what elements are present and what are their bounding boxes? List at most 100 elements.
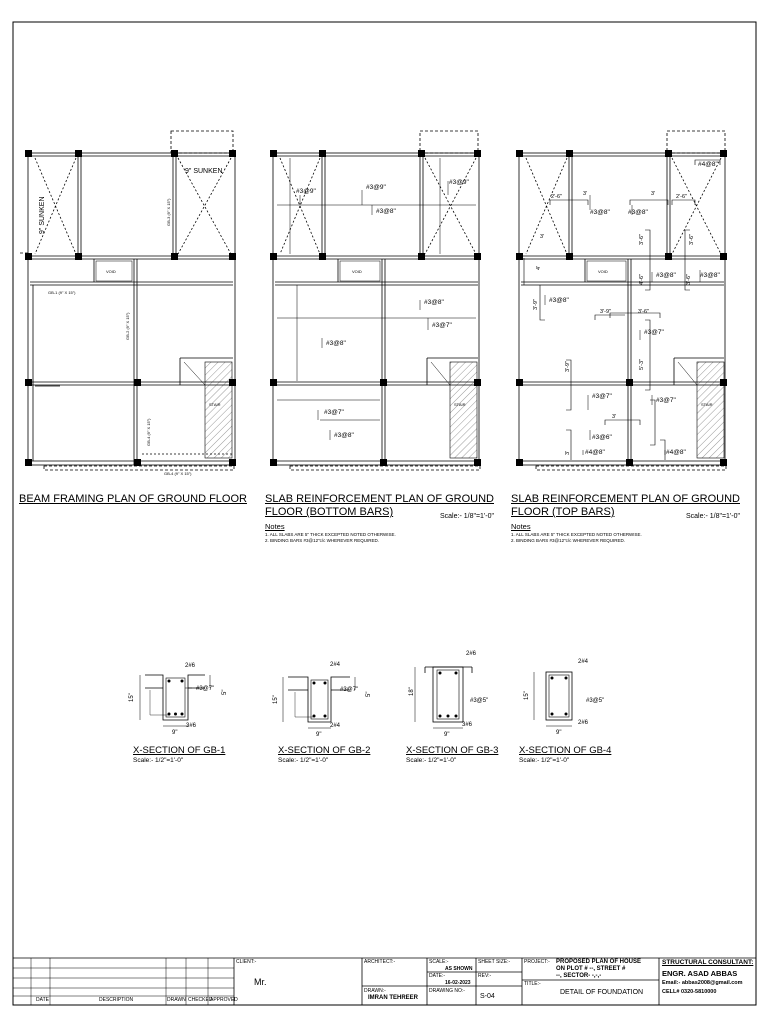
- section-width: 9": [172, 730, 177, 736]
- section-scale-gb4: Scale:- 1/2"=1'-0": [519, 757, 570, 764]
- dim-label: 2'-6": [551, 194, 562, 200]
- top-columns: [516, 150, 727, 466]
- section-scale-gb3: Scale:- 1/2"=1'-0": [406, 757, 457, 764]
- label-gb4: GB-4 (9" X 15"): [146, 418, 151, 446]
- beam-plan-title: BEAM FRAMING PLAN OF GROUND FLOOR: [19, 493, 247, 505]
- notes-heading: Notes: [511, 522, 531, 531]
- label-void: VOID: [352, 269, 362, 274]
- scale-value: AS SHOWN: [445, 966, 473, 972]
- bar-label: #3@8": [656, 272, 676, 279]
- engineer-name: ENGR. ASAD ABBAS: [662, 969, 738, 978]
- bar-label: #3@8": [590, 209, 610, 216]
- bar-label: #3@7": [324, 409, 344, 416]
- project-label: PROJECT:-: [524, 959, 550, 965]
- dim-label: 2'-6": [676, 194, 687, 200]
- section-title-gb2: X-SECTION OF GB-2: [278, 745, 371, 756]
- section-gb2: [282, 676, 356, 729]
- rev-label: REV:-: [478, 973, 492, 979]
- drawn-by: IMRAN TEHREER: [368, 995, 419, 1001]
- label-stair: STAIR: [454, 402, 466, 407]
- section-gb1: [139, 674, 211, 727]
- engineer-email: Email:- abbas2008@gmail.com: [662, 980, 743, 986]
- label-sunken-left: 9" SUNKEN: [39, 197, 46, 235]
- engineer-cell: CELL# 0320-5810000: [662, 989, 717, 995]
- notes-bottom: Notes 1. ALL SLABS ARE 5" THICK EXCEPTED…: [265, 523, 396, 544]
- note-item: 2. BINDING BARS #3@12"c/c WHEREVER REQUI…: [511, 538, 625, 543]
- bar-label: #4@8": [698, 161, 718, 168]
- section-gb3: [414, 666, 473, 729]
- dim-label: 3'-9": [565, 361, 571, 372]
- bar-label: #3@6": [592, 434, 612, 441]
- bar-label: #3@8": [334, 432, 354, 439]
- project-line2: ON PLOT # --, STREET #: [556, 966, 626, 972]
- rev-header-drawn: DRAWN: [167, 997, 186, 1003]
- top-plan-title-line1: SLAB REINFORCEMENT PLAN OF GROUND: [511, 493, 740, 505]
- dim-label: 3': [651, 191, 655, 197]
- section-title-gb1: X-SECTION OF GB-1: [133, 745, 226, 756]
- bar-label: #3@8": [700, 272, 720, 279]
- section-stirrups: #3@5": [586, 698, 604, 704]
- section-gb4: [533, 671, 573, 727]
- bar-label: #3@8": [628, 209, 648, 216]
- notes-heading: Notes: [265, 522, 285, 531]
- bar-label: #3@7": [592, 393, 612, 400]
- beam-framing-plan: [20, 130, 236, 471]
- dim-label: 3': [540, 234, 544, 240]
- drawing-title: DETAIL OF FOUNDATION: [560, 989, 644, 996]
- dim-label: 4': [536, 266, 542, 270]
- section-width: 9": [444, 732, 449, 738]
- bar-label: #3@7": [644, 329, 664, 336]
- label-gb2: GB-2 (9" X 15"): [125, 312, 130, 340]
- section-slab: 5": [366, 692, 372, 697]
- section-top-bars: 2#4: [578, 659, 589, 665]
- label-gb5: GB-4 (9" X 15"): [164, 471, 192, 476]
- label-void: VOID: [106, 269, 116, 274]
- section-bottom-bars: 3#6: [462, 722, 473, 728]
- sheet-size-label: SHEET SIZE:-: [478, 959, 511, 965]
- bottom-bars-plan: [272, 130, 481, 471]
- section-depth: 18": [409, 687, 415, 696]
- bottom-plan-title-line2: FLOOR (BOTTOM BARS): [265, 506, 394, 518]
- project-line3: --, SECTOR- -,-,-: [556, 973, 602, 979]
- section-width: 9": [316, 732, 321, 738]
- bar-label: #3@8": [549, 297, 569, 304]
- drawing-no: S-04: [480, 993, 495, 1000]
- bottom-plan-scale: Scale:- 1/8"=1'-0": [440, 513, 494, 520]
- bar-label: #3@8": [376, 208, 396, 215]
- label-gb3: GB-3 (9" X 15"): [166, 198, 171, 226]
- bar-label: #3@8": [326, 340, 346, 347]
- section-depth: 15": [129, 693, 135, 702]
- consultant-label: STRUCTURAL CONSULTANT:: [662, 959, 754, 966]
- section-top-bars: 2#6: [466, 651, 477, 657]
- notes-top: Notes 1. ALL SLABS ARE 5" THICK EXCEPTED…: [511, 523, 642, 544]
- section-bottom-bars: 3#6: [186, 723, 197, 729]
- section-bottom-bars: 2#6: [578, 720, 589, 726]
- drawn-label: DRAWN:-: [364, 988, 386, 994]
- dim-label: 3': [612, 414, 616, 420]
- section-depth: 15": [524, 691, 530, 700]
- section-slab: 5": [222, 690, 228, 695]
- bottom-plan-title-line1: SLAB REINFORCEMENT PLAN OF GROUND: [265, 493, 494, 505]
- title-block: [13, 957, 756, 1005]
- dim-label: 3': [583, 191, 587, 197]
- drawing-no-label: DRAWING NO:-: [429, 988, 465, 994]
- section-scale-gb2: Scale:- 1/2"=1'-0": [278, 757, 329, 764]
- section-stirrups: #3@7": [340, 687, 358, 693]
- bar-label: #3@9": [366, 184, 386, 191]
- bottom-columns: [270, 150, 481, 466]
- section-stirrups: #3@7": [196, 686, 214, 692]
- note-item: 1. ALL SLABS ARE 5" THICK EXCEPTED NOTED…: [265, 532, 396, 537]
- client-name: Mr.: [254, 977, 267, 987]
- note-item: 2. BINDING BARS #3@12"c/c WHEREVER REQUI…: [265, 538, 379, 543]
- section-depth: 15": [273, 695, 279, 704]
- dim-label: 4'-6": [639, 274, 645, 285]
- label-void: VOID: [598, 269, 608, 274]
- bar-label: #3@9": [449, 179, 469, 186]
- bar-label: #3@8": [424, 299, 444, 306]
- rev-header-checked: CHECKED: [188, 997, 213, 1003]
- rev-header-date: DATE: [36, 997, 49, 1003]
- section-bottom-bars: 2#4: [330, 723, 341, 729]
- section-top-bars: 2#6: [185, 663, 196, 669]
- note-item: 1. ALL SLABS ARE 5" THICK EXCEPTED NOTED…: [511, 532, 642, 537]
